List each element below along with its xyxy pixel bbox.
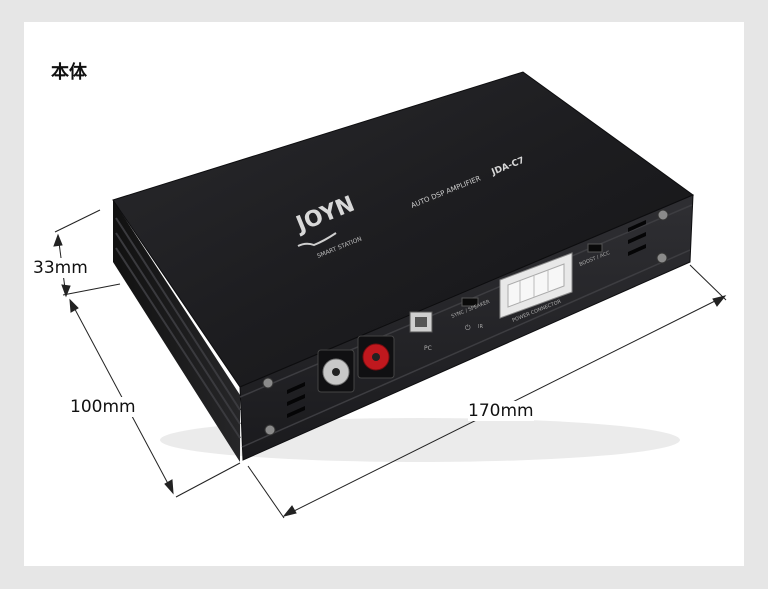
power-mark: ⏻ (465, 324, 471, 332)
usb-port: PC (409, 311, 433, 352)
ir-mark: IR (478, 324, 483, 330)
width-label: 170mm (468, 401, 534, 421)
usb-label: PC (424, 345, 432, 352)
screws (262, 209, 669, 436)
rca-input-white (317, 349, 355, 393)
vent-slots (287, 220, 646, 418)
depth-label: 100mm (70, 397, 136, 417)
left-side (113, 200, 241, 462)
title: 本体 (51, 62, 87, 83)
rca-input-red (357, 335, 395, 379)
device-front (239, 194, 694, 461)
height-label: 33mm (33, 258, 88, 278)
